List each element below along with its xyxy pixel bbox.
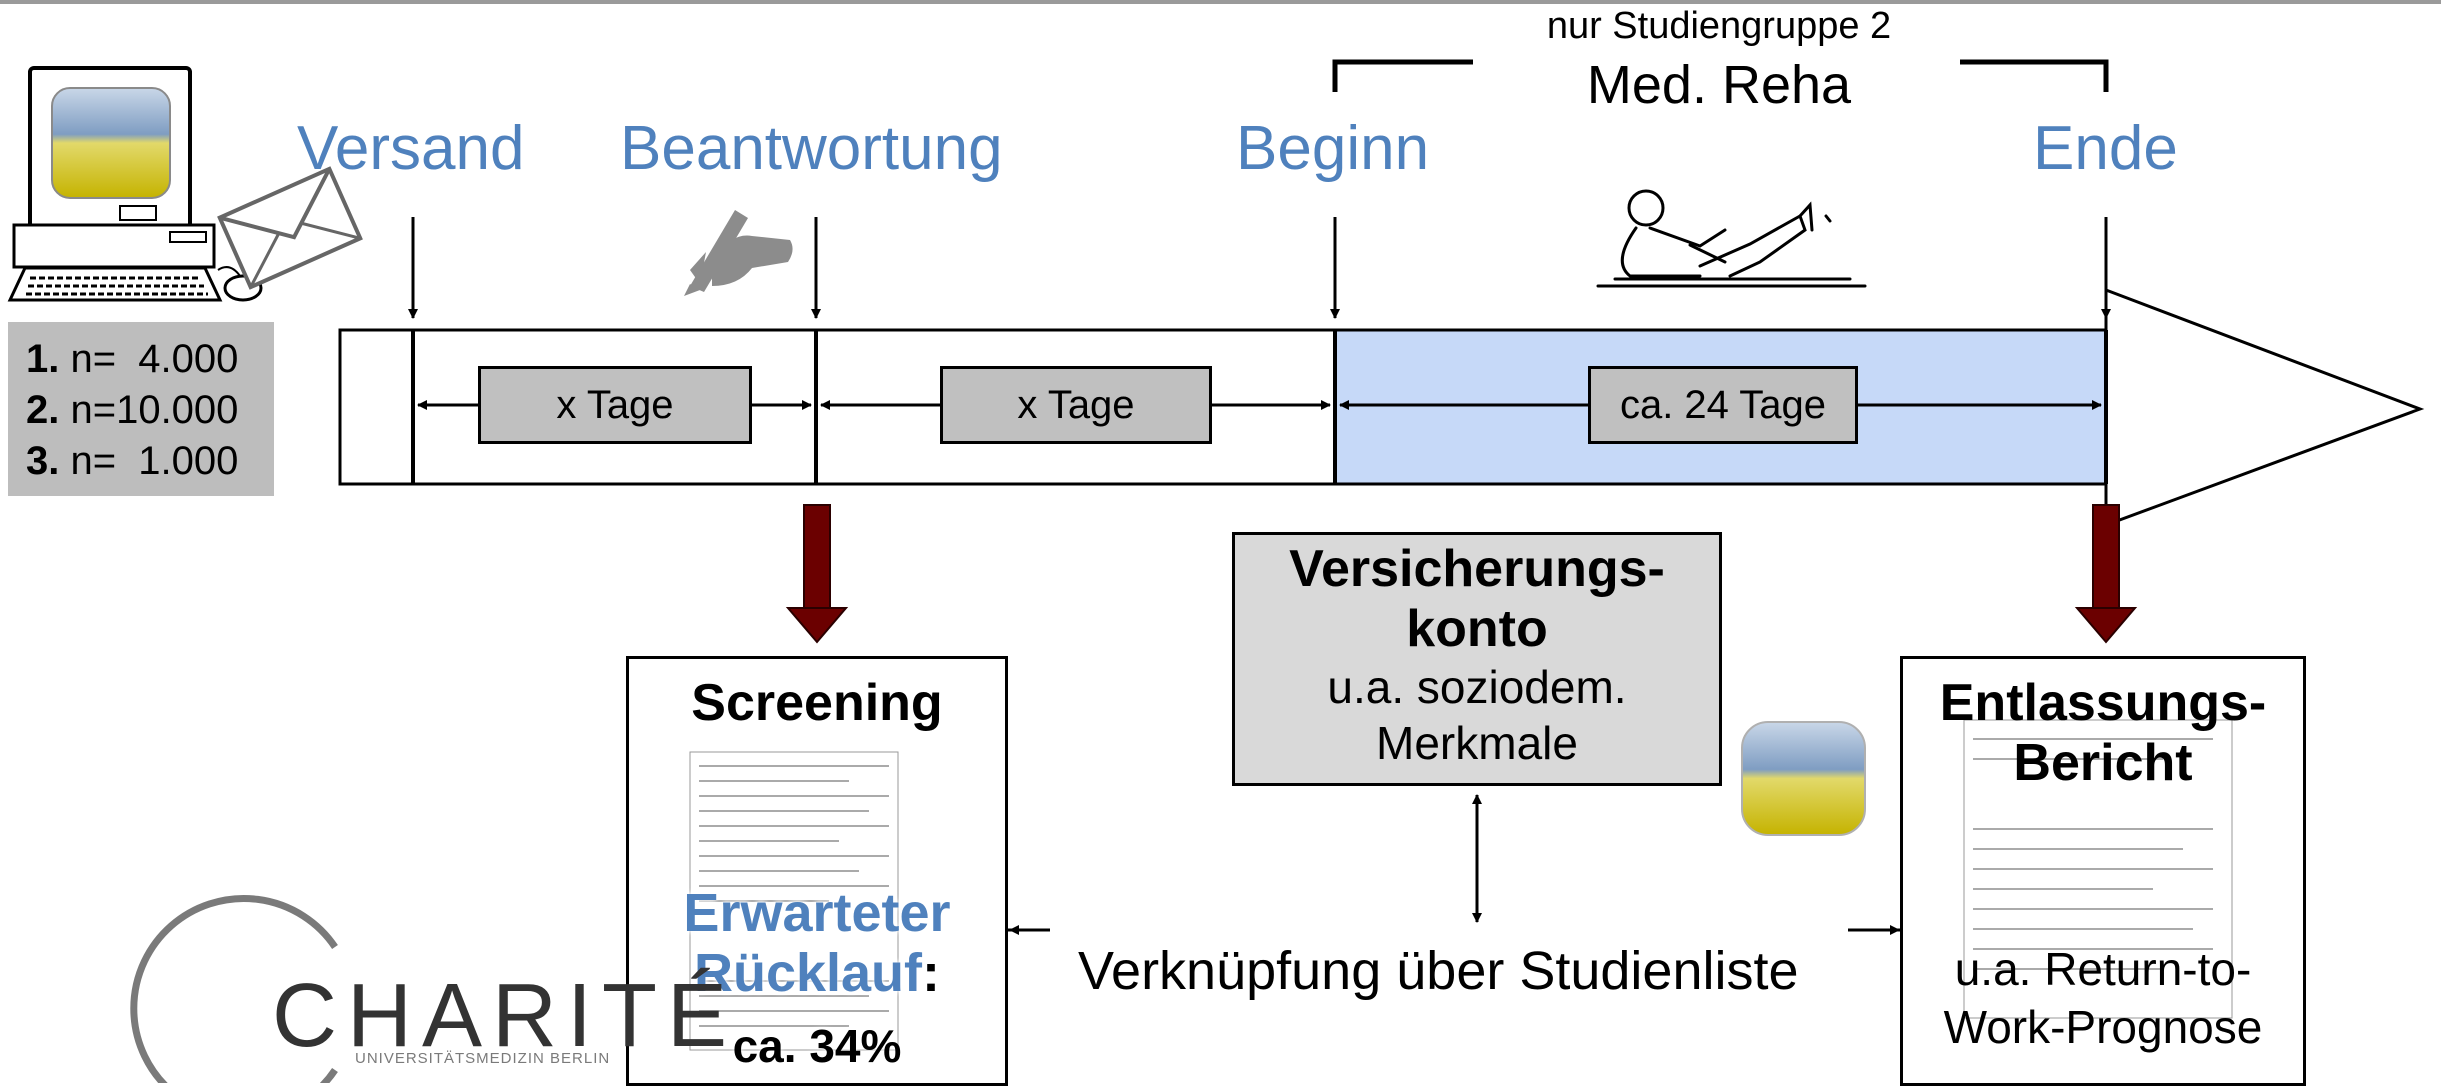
milestone-beginn: Beginn xyxy=(1236,114,1430,183)
down-arrow-screening xyxy=(785,504,849,644)
sample-row-1: 1. n= 4.000 xyxy=(26,337,239,381)
discharge-detail-line1: u.a. Return-to- xyxy=(1954,943,2252,995)
rehab-title: Med. Reha xyxy=(1586,55,1852,115)
discharge-title-line1: Entlassungs- xyxy=(1939,674,2267,732)
envelope-icon xyxy=(217,166,363,290)
expected-return-label: Erwarteter Rücklauf: xyxy=(683,883,951,1003)
screening-title: Screening xyxy=(691,674,943,732)
charite-subtitle: UNIVERSITÄTSMEDIZIN BERLIN xyxy=(355,1050,611,1067)
duration-box-2: x Tage xyxy=(940,366,1212,444)
discharge-report-box: Entlassungs- Bericht u.a. Return-to- Wor… xyxy=(1900,656,2306,1086)
discharge-form-thumbnail xyxy=(1963,719,2233,1019)
charite-logo-arc xyxy=(130,895,338,1083)
linkage-label: Verknüpfung über Studienliste xyxy=(1078,941,1799,1001)
computer-icon xyxy=(7,66,263,302)
milestone-beantwortung: Beantwortung xyxy=(620,114,1003,183)
sample-sizes: 1. n= 4.000 2. n=10.000 3. n= 1.000 xyxy=(8,322,274,496)
discharge-detail-line2: Work-Prognose xyxy=(1943,1001,2263,1053)
expected-return-value: ca. 34% xyxy=(732,1020,902,1072)
screening-box: Screening Erwarteter Rücklauf: ca. 34% xyxy=(626,656,1008,1086)
milestone-ende: Ende xyxy=(2033,114,2178,183)
sample-row-2: 2. n=10.000 xyxy=(26,388,239,432)
charite-logo: CHARITÉ xyxy=(272,966,738,1066)
insurance-title-line1: Versicherungs- xyxy=(1289,540,1665,598)
screening-form-thumbnail xyxy=(689,751,899,1051)
insurance-detail-line2: Merkmale xyxy=(1376,717,1578,769)
insurance-account-box: Versicherungs- konto u.a. soziodem. Merk… xyxy=(1232,532,1722,786)
subgroup-note: nur Studiengruppe 2 xyxy=(1546,5,1892,47)
insurance-title-line2: konto xyxy=(1406,600,1548,658)
insurance-detail-line1: u.a. soziodem. xyxy=(1327,661,1627,713)
duration-box-3: ca. 24 Tage xyxy=(1588,366,1858,444)
duration-box-1: x Tage xyxy=(478,366,752,444)
data-cube-icon xyxy=(1741,721,1866,836)
down-arrow-discharge xyxy=(2074,504,2138,644)
pen-hand-icon xyxy=(684,210,793,296)
rehab-exercise-icon xyxy=(1596,189,1867,288)
sample-row-3: 3. n= 1.000 xyxy=(26,439,239,483)
discharge-title-line2: Bericht xyxy=(2013,734,2193,792)
milestone-versand: Versand xyxy=(297,114,525,183)
rehab-bracket xyxy=(1332,59,2109,92)
top-rule xyxy=(0,0,2441,4)
